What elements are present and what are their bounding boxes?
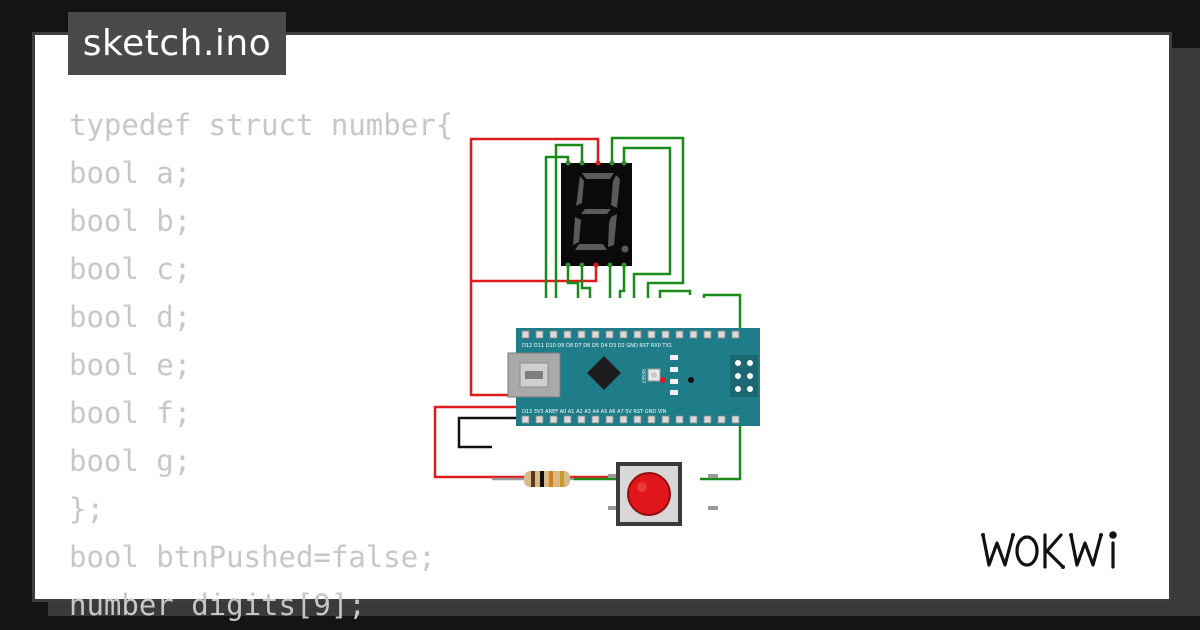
code-line: bool g; <box>69 444 192 478</box>
code-line: number digits[9]; <box>69 588 366 622</box>
code-line: bool btnPushed=false; <box>69 540 436 574</box>
code-line: bool c; <box>69 252 192 286</box>
arduino-nano-board: D12 D11 D10 D9 D8 D7 D6 D5 D4 D3 D2 GND … <box>507 328 760 426</box>
code-line: bool f; <box>69 396 192 430</box>
reset-label: RESET <box>640 369 646 384</box>
wokwi-logo-icon <box>981 531 1117 569</box>
resistor <box>492 471 574 487</box>
preview-card: typedef struct number{ bool a; bool b; bool… <box>32 32 1172 622</box>
code-line: bool a; <box>69 156 192 190</box>
bottom-pin-labels: D13 3V3 AREF A0 A1 A2 A3 A4 A5 A6 A7 5V … <box>522 409 667 415</box>
code-line: bool b; <box>69 204 192 238</box>
push-button <box>608 462 718 526</box>
green-wires <box>544 136 742 481</box>
top-pin-labels: D12 D11 D10 D9 D8 D7 D6 D5 D4 D3 D2 GND … <box>522 343 672 349</box>
code-line: }; <box>69 492 104 526</box>
code-preview: typedef struct number{ bool a; bool b; bool… <box>69 101 453 629</box>
code-line: bool e; <box>69 348 192 382</box>
file-name-tab: sketch.ino <box>68 12 286 75</box>
code-line: bool d; <box>69 300 192 334</box>
circuit-diagram: D12 D11 D10 D9 D8 D7 D6 D5 D4 D3 D2 GND … <box>433 136 760 526</box>
code-line: typedef struct number{ <box>69 108 454 142</box>
seven-segment-display <box>561 160 632 268</box>
